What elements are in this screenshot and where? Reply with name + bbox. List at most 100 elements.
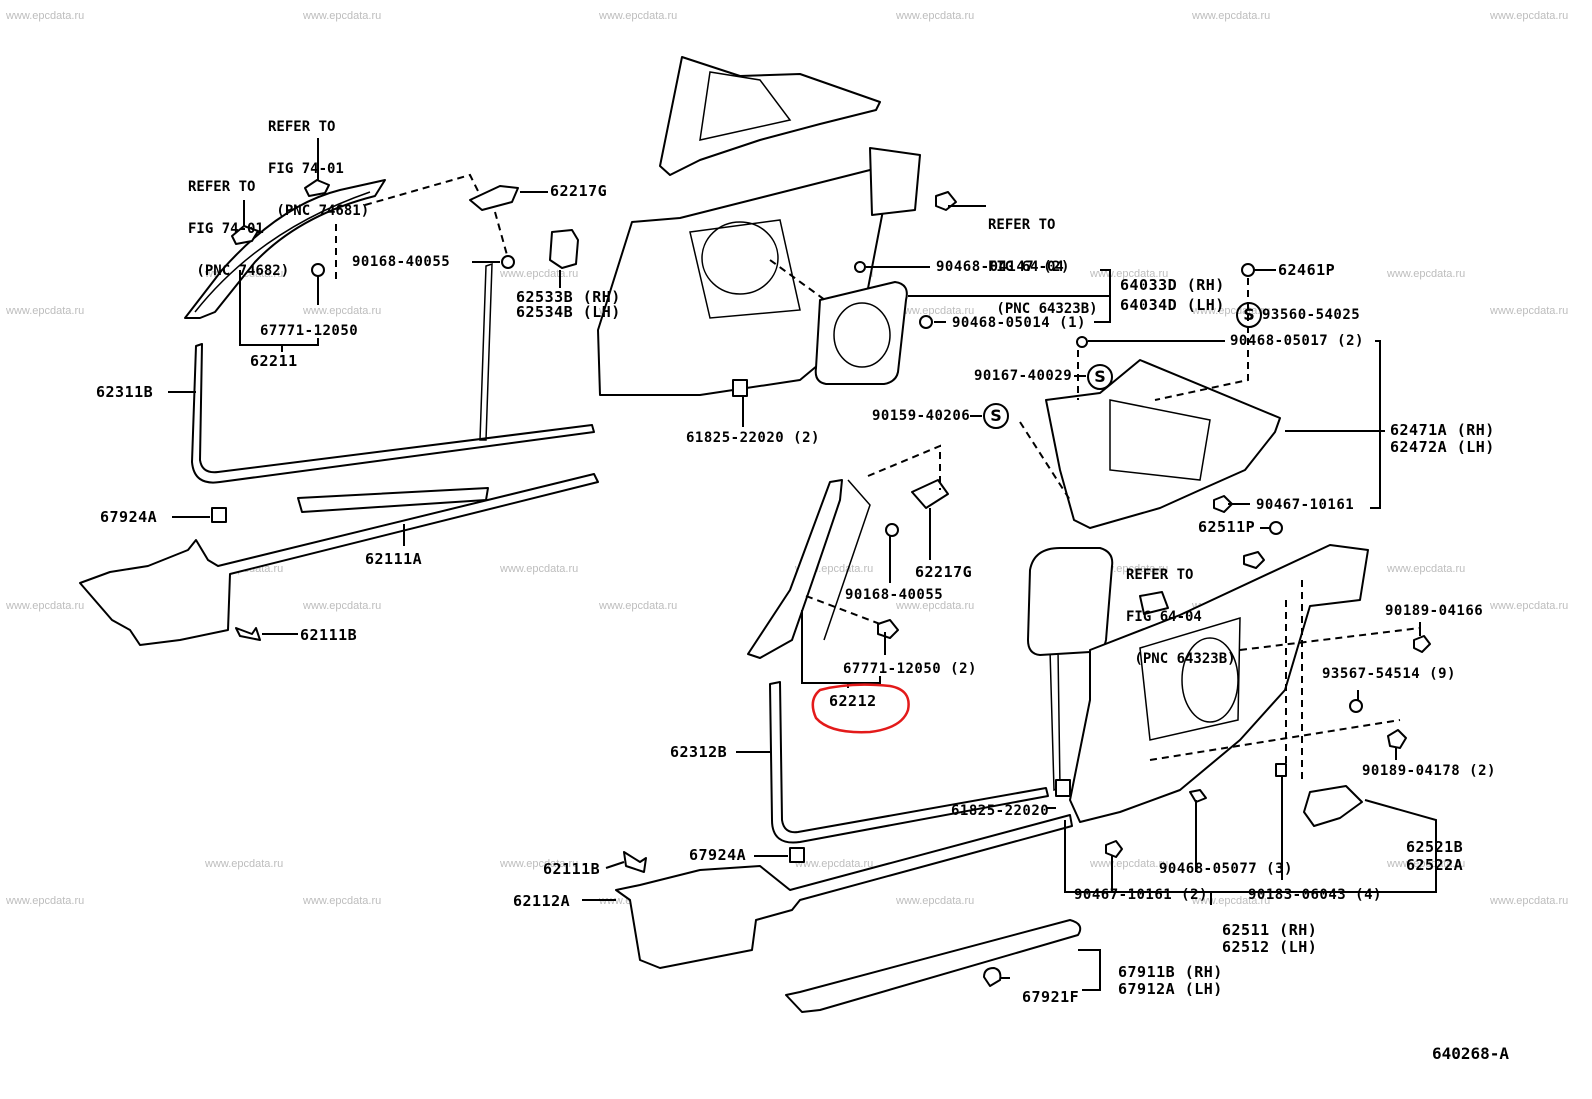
b-pillar-garnish-62212 [747,479,843,659]
part-label-90183-06043[interactable]: 90183-06043 (4) [1248,887,1382,903]
kick-panel-62112A [615,814,1073,969]
clip-74682 [231,225,259,245]
part-label-62533B[interactable]: 62533B (RH) [516,288,621,306]
part-label-67924A-left[interactable]: 67924A [100,508,158,526]
watermark: www.epcdata.ru [303,600,382,612]
bracket-quarter-upper [869,147,921,216]
kick-panel-62111A [79,473,599,646]
part-label-67921F[interactable]: 67921F [1022,988,1080,1006]
ref-line: REFER TO [1126,567,1194,583]
part-label-90189-04178[interactable]: 90189-04178 (2) [1362,763,1496,779]
ref-line: FIG 74-01 [268,161,344,177]
part-label-93567-54514[interactable]: 93567-54514 (9) [1322,666,1456,682]
highlight-circle [811,683,910,734]
clip-90189-04178 [1387,729,1407,749]
part-label-62217G-mid[interactable]: 62217G [915,563,973,581]
refer-note-74682: REFER TO FIG 74-01 (PNC 74682) [188,152,289,292]
part-label-62461P[interactable]: 62461P [1278,261,1336,279]
watermark: www.epcdata.ru [1387,268,1466,280]
part-label-62511[interactable]: 62511 (RH) [1222,921,1318,939]
part-label-62112A[interactable]: 62112A [513,892,571,910]
part-label-90168-40055-mid[interactable]: 90168-40055 [845,587,944,603]
part-label-62311B[interactable]: 62311B [96,383,154,401]
clip-90468-05077 [1189,789,1207,803]
part-label-67771-12050-top[interactable]: 67771-12050 [260,323,359,339]
watermark: www.epcdata.ru [6,10,85,22]
part-label-90468-05017[interactable]: 90468-05017 (2) [1230,333,1364,349]
clip-64323B-mid [1243,551,1265,569]
weatherstrip-62312B [769,681,1049,844]
part-label-67911B[interactable]: 67911B (RH) [1118,963,1223,981]
watermark: www.epcdata.ru [303,10,382,22]
part-label-90468-04147[interactable]: 90468-04147 (2) [936,259,1070,275]
part-label-62512[interactable]: 62512 (LH) [1222,938,1318,956]
watermark: www.epcdata.ru [500,563,579,575]
clip-74681 [304,179,330,197]
watermark: www.epcdata.ru [1090,858,1169,870]
weatherstrip-rear-upper [1027,547,1114,656]
watermark: www.epcdata.ru [896,600,975,612]
watermark: www.epcdata.ru [599,10,678,22]
part-label-61825-22020-top[interactable]: 61825-22020 (2) [686,430,820,446]
part-label-62111B-bottom[interactable]: 62111B [543,860,601,878]
part-label-90167-40029[interactable]: 90167-40029 [974,368,1073,384]
clip-90183 [1275,763,1287,777]
screw-90468-05014 [919,315,933,329]
part-label-64034D[interactable]: 64034D (LH) [1120,296,1225,314]
s-badge-90167: S [1087,364,1113,390]
part-label-62472A[interactable]: 62472A (LH) [1390,438,1495,456]
clip-61825-top [732,379,748,397]
part-label-64033D[interactable]: 64033D (RH) [1120,276,1225,294]
clip-67771-mid [877,619,899,639]
part-label-93560-54025[interactable]: 93560-54025 [1262,307,1361,323]
part-label-90168-40055-top[interactable]: 90168-40055 [352,254,451,270]
watermark: www.epcdata.ru [1387,858,1466,870]
watermark: www.epcdata.ru [896,305,975,317]
clip-90468-05017 [1076,336,1088,348]
ref-line: (PNC 64323B) [988,301,1098,317]
clip-67771-top [311,263,325,277]
part-label-61825-22020-bottom[interactable]: 61825-22020 [951,803,1050,819]
watermark: www.epcdata.ru [6,600,85,612]
part-label-62212-highlighted[interactable]: 62212 [829,692,877,710]
part-label-90467-10161-bottom[interactable]: 90467-10161 (2) [1074,887,1208,903]
clip-62461P [1241,263,1255,277]
watermark: www.epcdata.ru [500,268,579,280]
clip-67924A-left [211,507,227,523]
part-label-62521B[interactable]: 62521B [1406,838,1464,856]
part-label-62211[interactable]: 62211 [250,352,298,370]
clip-61825-bot [1055,779,1071,797]
part-label-90189-04166[interactable]: 90189-04166 [1385,603,1484,619]
part-label-90159-40206[interactable]: 90159-40206 [872,408,971,424]
part-label-62471A[interactable]: 62471A (RH) [1390,421,1495,439]
bracket-62533B [549,229,579,269]
part-62211-pillar-garnish [184,179,386,319]
part-label-62511P[interactable]: 62511P [1198,518,1256,536]
part-label-62534B[interactable]: 62534B (LH) [516,303,621,321]
part-label-67924A-bottom[interactable]: 67924A [689,846,747,864]
clip-90467-10161-right [1213,495,1233,513]
s-badge-90159: S [983,403,1009,429]
watermark: www.epcdata.ru [599,600,678,612]
part-label-62522A[interactable]: 62522A [1406,856,1464,874]
part-label-90468-05077[interactable]: 90468-05077 (3) [1159,861,1293,877]
weatherstrip-62311B [191,343,595,484]
part-label-62217G-top[interactable]: 62217G [550,182,608,200]
watermark: www.epcdata.ru [500,858,579,870]
part-label-90467-10161-right[interactable]: 90467-10161 [1256,497,1355,513]
watermark: www.epcdata.ru [205,858,284,870]
bracket-quarter-mid [1139,591,1169,615]
part-label-90468-05014[interactable]: 90468-05014 (1) [952,315,1086,331]
part-label-62111A[interactable]: 62111A [365,550,423,568]
part-label-67771-12050-mid[interactable]: 67771-12050 (2) [843,661,977,677]
part-label-62111B-left[interactable]: 62111B [300,626,358,644]
watermark: www.epcdata.ru [1490,305,1569,317]
watermark: www.epcdata.ru [1490,600,1569,612]
part-label-67912A[interactable]: 67912A (LH) [1118,980,1223,998]
watermark: www.epcdata.ru [303,895,382,907]
watermark: www.epcdata.ru [1192,10,1271,22]
clip-67921F [983,967,1002,987]
scuff-plate-67911B [785,919,1082,1013]
figure-number: 640268-A [1432,1044,1510,1063]
part-label-62312B[interactable]: 62312B [670,743,728,761]
